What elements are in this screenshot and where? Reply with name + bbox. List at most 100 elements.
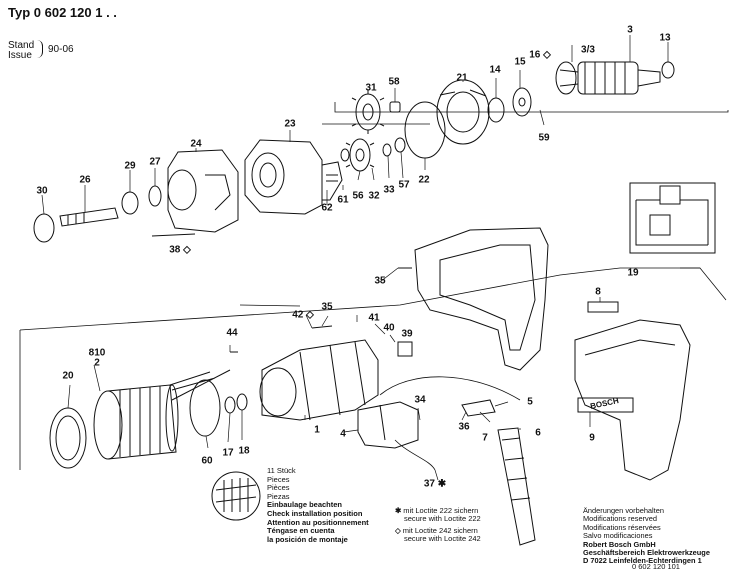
wiring-schematic-inset [629, 182, 716, 254]
callout-30: 30 [36, 185, 48, 197]
callout-56: 56 [352, 190, 364, 202]
company-line: D 7022 Leinfelden-Echterdingen 1 [583, 556, 702, 566]
type-number: 0 602 120 1 . . [33, 5, 117, 20]
modification-line: Modifications réservées [583, 522, 661, 532]
callout-36: 36 [458, 421, 470, 433]
callout-21: 21 [456, 72, 468, 84]
baffle-60 [189, 379, 221, 437]
spacer-58 [389, 101, 401, 113]
assembly-boundaries [19, 102, 729, 470]
label-plate-8 [587, 301, 619, 313]
callout-34: 34 [414, 394, 426, 406]
install-line: la posición de montaje [267, 534, 348, 544]
callout-19: 19 [627, 267, 639, 279]
field-part [93, 369, 231, 460]
callout-810: 810 [88, 347, 106, 359]
loctite-242-note: ◇mit Loctite 242 sichern secure with Loc… [395, 526, 481, 544]
callout-5: 5 [527, 396, 533, 408]
type-heading: Typ 0 602 120 1 . . [8, 5, 117, 20]
modification-line: Modifications reserved [583, 514, 657, 524]
loctite-242-en: secure with Loctite 242 [404, 534, 481, 544]
company-line: Robert Bosch GmbH [583, 539, 656, 549]
callout-22: 22 [418, 174, 430, 186]
power-cable-part [497, 427, 536, 546]
callout-24: 24 [190, 138, 202, 150]
company-line: Geschäftsbereich Elektrowerkzeuge [583, 548, 710, 558]
callout-13: 13 [659, 32, 671, 44]
callout-29: 29 [124, 160, 136, 172]
callout-4: 4 [340, 428, 346, 440]
callout-3: 3 [627, 24, 633, 36]
handle-housing-part [414, 227, 691, 481]
loctite-242-de: mit Loctite 242 sichern [402, 526, 478, 535]
install-line: Einbaulage beachten [267, 500, 343, 510]
type-label: Typ [8, 5, 31, 20]
modification-line: Änderungen vorbehalten [583, 506, 664, 515]
housing-part [167, 149, 239, 233]
gear-32 [345, 138, 375, 172]
callout-42: 42 ◇ [292, 309, 314, 321]
issue-date: 90-06 [48, 44, 74, 55]
pieces-line: Pièces [267, 483, 290, 493]
callout-26: 26 [79, 174, 91, 186]
callout-59: 59 [538, 132, 550, 144]
callout-14: 14 [489, 64, 501, 76]
pieces-line: Pieces [267, 474, 290, 484]
modifications-block: Änderungen vorbehalten Modifications res… [583, 506, 710, 566]
bearing-29 [121, 191, 139, 215]
install-line: Check installation position [267, 508, 363, 518]
callout-37: 37 ✱ [423, 478, 447, 490]
callout-16: 16 ◇ [529, 49, 551, 61]
callout-40: 40 [383, 322, 395, 334]
callout-57: 57 [398, 179, 410, 191]
modification-line: Salvo modificaciones [583, 531, 653, 541]
armature-part [555, 61, 661, 95]
install-line: Téngase en cuenta [267, 526, 335, 536]
washer-15 [512, 87, 532, 117]
motor-housing-part [259, 339, 379, 421]
callout-33: 33 [383, 184, 395, 196]
callout-61: 61 [337, 194, 349, 206]
callout-18: 18 [238, 445, 250, 457]
screw-38 [151, 233, 196, 237]
chuck-nut-30 [33, 213, 55, 243]
loctite-222-de: mit Loctite 222 sichern [403, 506, 479, 515]
callout-23: 23 [284, 118, 296, 130]
callout-60: 60 [201, 455, 213, 467]
callout-6: 6 [535, 427, 541, 439]
leader-lines [41, 35, 669, 481]
callout-58: 58 [388, 76, 400, 88]
callout-31: 31 [365, 82, 377, 94]
callout-44: 44 [226, 327, 238, 339]
callout-1: 1 [314, 424, 320, 436]
pieces-note: 11 Stück Pieces Pièces Piezas Einbaulage… [267, 466, 369, 544]
pieces-inset [211, 471, 261, 521]
callout-3-3: 3/3 [581, 44, 595, 56]
callout-32: 32 [368, 190, 380, 202]
callout-62: 62 [321, 202, 333, 214]
bearing-14 [487, 97, 505, 123]
document-number: 0 602 120 101 [632, 562, 680, 571]
loctite-242-symbol: ◇ [395, 526, 401, 535]
header-brace [36, 40, 43, 58]
callout-20: 20 [62, 370, 74, 382]
callout-15: 15 [514, 56, 526, 68]
callout-8: 8 [595, 286, 601, 298]
spindle-part [59, 207, 119, 227]
install-line: Attention au positionnement [267, 517, 369, 527]
callout-39: 39 [401, 328, 413, 340]
callout-35-upper: 35 [374, 275, 386, 287]
o-ring-22 [404, 101, 446, 159]
callout-35-lower: 35 [321, 301, 333, 313]
switch-part [357, 401, 419, 449]
loctite-222-note: ✱mit Loctite 222 sichern secure with Loc… [395, 506, 481, 524]
loctite-222-en: secure with Loctite 222 [404, 514, 481, 524]
nameplate-9 [577, 397, 634, 413]
ring-20 [49, 407, 87, 469]
callout-27: 27 [149, 156, 161, 168]
bearing-27 [148, 185, 162, 207]
loctite-222-symbol: ✱ [395, 506, 402, 515]
issue-label: Issue [8, 50, 32, 61]
callout-41: 41 [368, 312, 380, 324]
